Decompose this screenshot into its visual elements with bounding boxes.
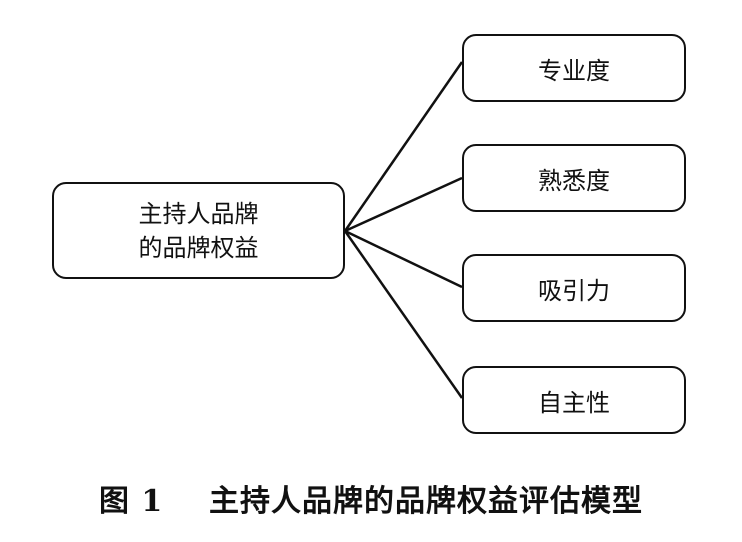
root-node-label-line2: 的品牌权益 — [138, 233, 259, 262]
connector-line-3 — [343, 230, 464, 399]
child-node-professionalism: 专业度 — [462, 34, 686, 102]
root-node: 主持人品牌 的品牌权益 — [52, 182, 345, 279]
child-node-label: 吸引力 — [538, 276, 610, 305]
root-node-label-line1: 主持人品牌 — [138, 199, 259, 228]
connector-line-2 — [344, 229, 463, 289]
child-node-label: 自主性 — [538, 388, 610, 417]
child-node-label: 专业度 — [538, 56, 610, 85]
connector-line-1 — [344, 176, 463, 233]
figure-caption: 图 1 主持人品牌的品牌权益评估模型 — [98, 484, 644, 519]
child-node-autonomy: 自主性 — [462, 366, 686, 434]
child-node-attractiveness: 吸引力 — [462, 254, 686, 322]
connector-line-0 — [343, 61, 464, 232]
child-node-label: 熟悉度 — [538, 166, 610, 195]
child-node-familiarity: 熟悉度 — [462, 144, 686, 212]
